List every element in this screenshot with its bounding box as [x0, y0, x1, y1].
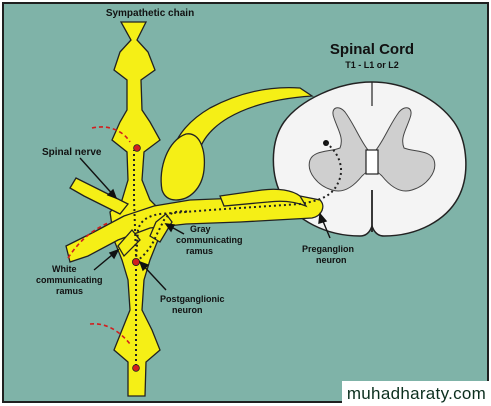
- postganglionic-label-1: Postganglionic: [160, 294, 225, 304]
- spinal-cord-title: Spinal Cord: [330, 41, 414, 58]
- ventral-root: [219, 188, 308, 208]
- chain-ascending-path: [133, 150, 137, 257]
- watermark: muhadharaty.com: [342, 381, 491, 406]
- postganglionic-path: [135, 210, 191, 263]
- preganglion-label-1: Preganglion: [302, 244, 354, 254]
- preganglion-arrowhead: [318, 212, 328, 224]
- spinal-nerve-trunk: [65, 195, 324, 263]
- spinal-cord-level: T1 - L1 or L2: [345, 60, 399, 70]
- leader-lines: [79, 157, 331, 291]
- white-ramus-arrowhead: [108, 248, 120, 260]
- central-canal: [365, 149, 379, 175]
- red-fiber-middle: [67, 221, 111, 259]
- spinal-nerve-upper-branch: [69, 177, 130, 215]
- gray-ramus-label-3: ramus: [186, 246, 213, 256]
- ganglion-neuron-lower: [132, 364, 140, 372]
- red-fiber-lower: [89, 323, 131, 345]
- gray-ramus-label-2: communicating: [176, 235, 243, 245]
- red-dashed-fibers: [67, 126, 131, 345]
- dotted-pathways: [133, 142, 342, 366]
- white-ramus-label-3: ramus: [56, 286, 83, 296]
- preganglion-path: [135, 142, 342, 261]
- white-ramus-label-2: communicating: [36, 275, 103, 285]
- nerve-structures: [65, 21, 324, 397]
- gray-ramus-shape: [149, 213, 173, 243]
- spinal-nerve-arrowhead: [106, 188, 118, 200]
- gray-ramus-label-1: Gray: [190, 224, 211, 234]
- gray-ramus-arrowhead: [164, 223, 176, 233]
- white-ramus-label-1: White: [52, 264, 77, 274]
- spinal-nerve-leader: [79, 157, 117, 199]
- dorsal-root-ganglion: [160, 133, 206, 201]
- red-fiber-upper: [91, 126, 131, 143]
- spinal-cord-section: [272, 81, 467, 237]
- spinal-nerve-label: Spinal nerve: [42, 147, 102, 158]
- sympathetic-chain-label: Sympathetic chain: [106, 8, 194, 19]
- postganglionic-label-2: neuron: [172, 305, 203, 315]
- ganglion-neuron-upper: [133, 144, 141, 152]
- sympathetic-chain-trunk: [109, 21, 163, 397]
- postganglionic-arrowhead: [138, 260, 150, 272]
- preganglion-label-2: neuron: [316, 255, 347, 265]
- ganglion-neuron-middle: [131, 257, 140, 266]
- neuron-dots: [131, 144, 141, 372]
